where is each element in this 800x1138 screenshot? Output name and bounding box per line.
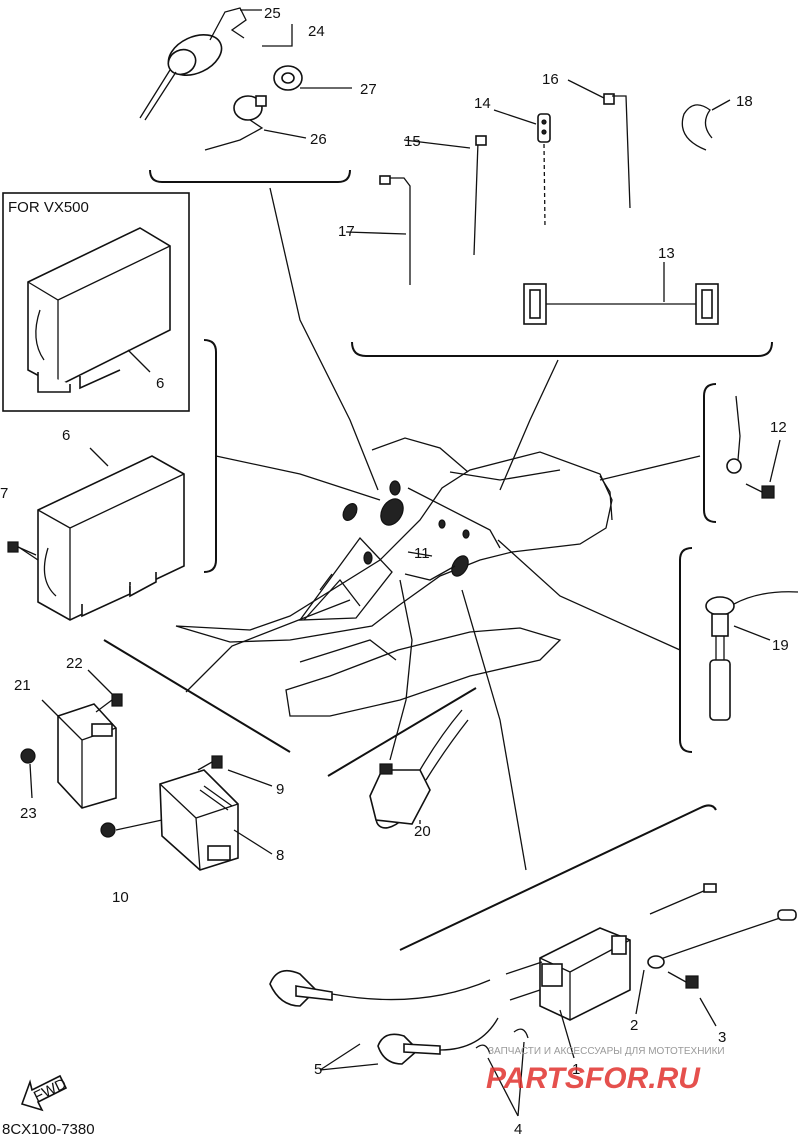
part-27-grommet bbox=[273, 65, 303, 91]
callout-1: 1 bbox=[572, 1061, 580, 1078]
part-10-nut bbox=[100, 822, 116, 838]
callout-5: 5 bbox=[314, 1061, 322, 1078]
callout-6-inset: 6 bbox=[156, 375, 164, 392]
diagram-code: 8CX100-7380 bbox=[2, 1121, 95, 1138]
callout-17: 17 bbox=[338, 223, 355, 240]
callout-15: 15 bbox=[404, 133, 421, 150]
part-12-wire-terminal bbox=[703, 383, 781, 523]
part-8-module bbox=[159, 769, 239, 871]
callout-8: 8 bbox=[276, 847, 284, 864]
harness-connectors bbox=[342, 480, 501, 581]
inset-title: FOR VX500 bbox=[8, 199, 89, 216]
callout-12: 12 bbox=[770, 419, 787, 436]
callout-23: 23 bbox=[20, 805, 37, 822]
callout-2: 2 bbox=[630, 1017, 638, 1034]
group-top-left bbox=[139, 7, 352, 183]
part-1-ignition-coil bbox=[505, 927, 631, 1021]
callout-9: 9 bbox=[276, 781, 284, 798]
callout-7: 7 bbox=[0, 485, 8, 502]
callout-10: 10 bbox=[112, 889, 129, 906]
callout-4: 4 bbox=[514, 1121, 522, 1138]
part-12-bolt bbox=[745, 483, 775, 499]
group-top-right bbox=[345, 79, 773, 357]
callout-14: 14 bbox=[474, 95, 491, 112]
part-3-bolt bbox=[667, 971, 699, 989]
part-25-switch-clip bbox=[139, 7, 247, 121]
partsfor-watermark: ЗАПЧАСТИ И АКСЕССУАРЫ ДЛЯ МОТОТЕХНИКИ PA… bbox=[486, 1046, 725, 1095]
part-9-bolt bbox=[197, 755, 223, 771]
part-23-nut bbox=[20, 748, 36, 764]
part-26-sensor bbox=[204, 95, 267, 151]
hull-outline bbox=[175, 187, 701, 871]
group-part-20 bbox=[327, 687, 477, 829]
group-ignition bbox=[269, 804, 797, 1117]
part-21-regulator bbox=[57, 703, 117, 809]
part-5-plug-caps bbox=[269, 969, 499, 1065]
fwd-arrow-icon: FWD bbox=[20, 1074, 69, 1112]
part-22-bolt bbox=[95, 693, 123, 713]
watermark-tagline: ЗАПЧАСТИ И АКСЕССУАРЫ ДЛЯ МОТОТЕХНИКИ bbox=[488, 1046, 725, 1057]
callout-20: 20 bbox=[414, 823, 431, 840]
part-4-clamps bbox=[475, 1028, 529, 1055]
callout-22: 22 bbox=[66, 655, 83, 672]
part-19-sensor bbox=[679, 547, 799, 753]
main-cdi-unit bbox=[7, 339, 217, 621]
callout-25: 25 bbox=[264, 5, 281, 22]
part-2-terminal bbox=[647, 955, 665, 969]
part-16-strap bbox=[603, 93, 631, 209]
part-20-capacitor bbox=[369, 709, 469, 829]
part-14-clamp bbox=[537, 113, 551, 229]
inset-cdi-unit bbox=[27, 227, 171, 393]
callout-27: 27 bbox=[360, 81, 377, 98]
part-7-bolt bbox=[7, 541, 37, 556]
callout-11: 11 bbox=[414, 545, 430, 562]
part-17-strap bbox=[379, 175, 411, 285]
part-18-clip bbox=[681, 104, 713, 151]
watermark-brand: PARTSFOR.RU bbox=[486, 1062, 701, 1095]
inset-for-vx500 bbox=[2, 192, 190, 412]
callout-19: 19 bbox=[772, 637, 789, 654]
callout-labels: 1 2 3 4 5 6 6 7 8 9 10 11 12 13 14 15 16… bbox=[0, 5, 789, 1138]
callout-26: 26 bbox=[310, 131, 327, 148]
callout-16: 16 bbox=[542, 71, 559, 88]
callout-13: 13 bbox=[658, 245, 675, 262]
fwd-label: FWD bbox=[31, 1075, 69, 1105]
callout-18: 18 bbox=[736, 93, 753, 110]
callout-3: 3 bbox=[718, 1029, 726, 1046]
part-13-connector bbox=[523, 283, 719, 325]
part-15-strap bbox=[473, 135, 487, 256]
callout-21: 21 bbox=[14, 677, 31, 694]
callout-24: 24 bbox=[308, 23, 325, 40]
group-lower-left bbox=[20, 639, 291, 871]
callout-6-main: 6 bbox=[62, 427, 70, 444]
